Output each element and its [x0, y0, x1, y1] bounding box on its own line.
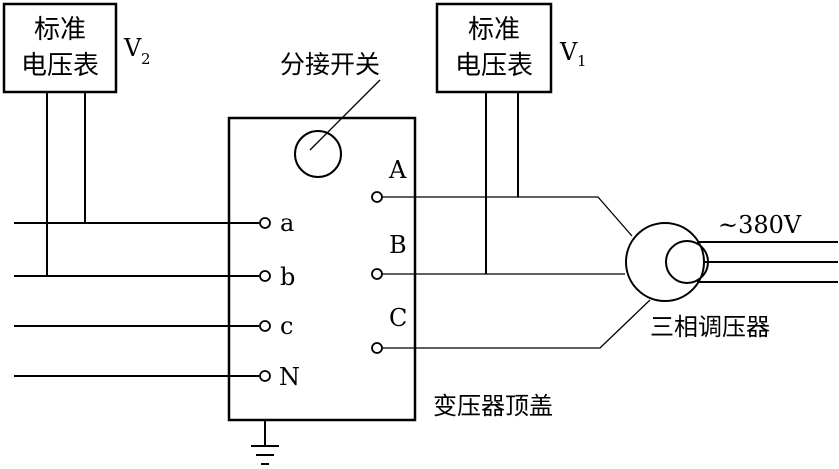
terminal-C [371, 342, 383, 354]
supply-label: ~380V [718, 211, 802, 239]
terminal-c-label: c [280, 312, 293, 340]
voltmeter-v2-symbol: V [123, 34, 142, 62]
voltmeter-v1-label-line1: 标准 [468, 15, 520, 45]
transformer-cover-label: 变压器顶盖 [433, 392, 553, 420]
wire-C [382, 299, 651, 349]
tap-switch-label: 分接开关 [280, 50, 380, 79]
wire-A [382, 196, 633, 237]
tap-switch-leader [309, 79, 381, 151]
voltmeter-v2-label-line1: 标准 [34, 15, 86, 45]
voltmeter-v2-label-line2: 电压表 [21, 51, 99, 81]
terminal-b-label: b [280, 263, 295, 291]
voltmeter-v1-symbol: V [559, 38, 578, 66]
terminal-a-label: a [280, 209, 294, 237]
terminal-B [371, 268, 383, 280]
tap-switch-icon [294, 130, 342, 178]
voltmeter-v2-box [2, 2, 118, 94]
regulator-inner [665, 240, 709, 284]
voltmeter-v1-label-line2: 电压表 [455, 51, 533, 81]
terminal-C-label: C [389, 304, 407, 332]
terminal-a [259, 217, 271, 229]
terminal-c [259, 320, 271, 332]
ground-icon [251, 445, 279, 465]
terminal-b [259, 270, 271, 282]
voltmeter-v1-subscript: 1 [577, 52, 587, 70]
transformer-cover [227, 116, 417, 422]
terminal-n [259, 370, 271, 382]
terminal-n-label: N [279, 363, 300, 391]
terminal-A-label: A [388, 156, 407, 184]
voltmeter-v2-subscript: 2 [141, 50, 151, 68]
voltmeter-v1-box [435, 2, 553, 94]
regulator-label: 三相调压器 [650, 313, 770, 341]
terminal-B-label: B [389, 231, 407, 259]
terminal-A [371, 191, 383, 203]
